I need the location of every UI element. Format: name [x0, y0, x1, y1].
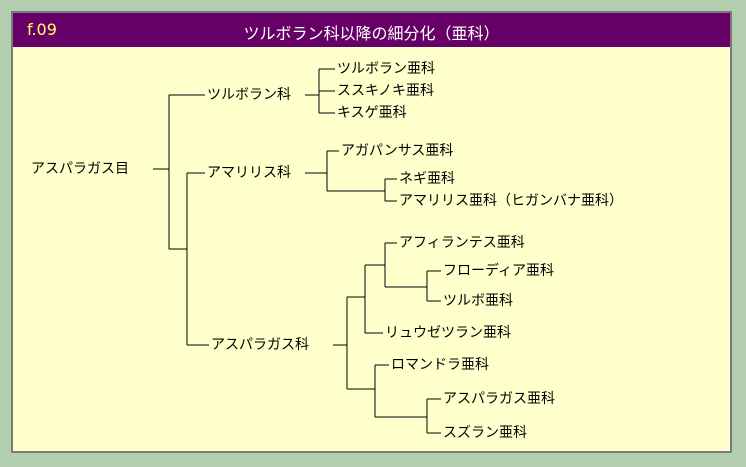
node-family-asparagus: アスパラガス科 [211, 337, 309, 353]
node-family-amaryllis: アマリリス科 [207, 165, 291, 181]
tree-lines [153, 68, 441, 434]
node-subfamily: フローディア亜科 [443, 263, 555, 279]
node-subfamily: ススキノキ亜科 [337, 83, 435, 99]
node-subfamily: アガパンサス亜科 [341, 143, 454, 159]
node-subfamily: ネギ亜科 [399, 171, 455, 187]
title-bar: f.09 ツルボラン科以降の細分化（亜科） [13, 13, 730, 47]
node-subfamily: アフィランテス亜科 [399, 235, 525, 251]
node-family-tsurubo: ツルボラン科 [207, 87, 291, 103]
node-subfamily: キスゲ亜科 [337, 105, 407, 121]
figure-id: f.09 [27, 20, 57, 39]
node-subfamily: スズラン亜科 [443, 425, 527, 441]
node-subfamily: ツルボ亜科 [443, 293, 513, 309]
figure-panel: f.09 ツルボラン科以降の細分化（亜科） [11, 11, 732, 453]
node-subfamily: アマリリス亜科（ヒガンバナ亜科） [399, 193, 623, 209]
node-subfamily: アスパラガス亜科 [443, 391, 555, 407]
node-subfamily: ツルボラン亜科 [337, 61, 435, 77]
figure-title: ツルボラン科以降の細分化（亜科） [243, 24, 500, 43]
node-subfamily: ロマンドラ亜科 [391, 357, 489, 373]
node-subfamily: リュウゼツラン亜科 [385, 325, 511, 341]
node-order: アスパラガス目 [31, 161, 129, 177]
